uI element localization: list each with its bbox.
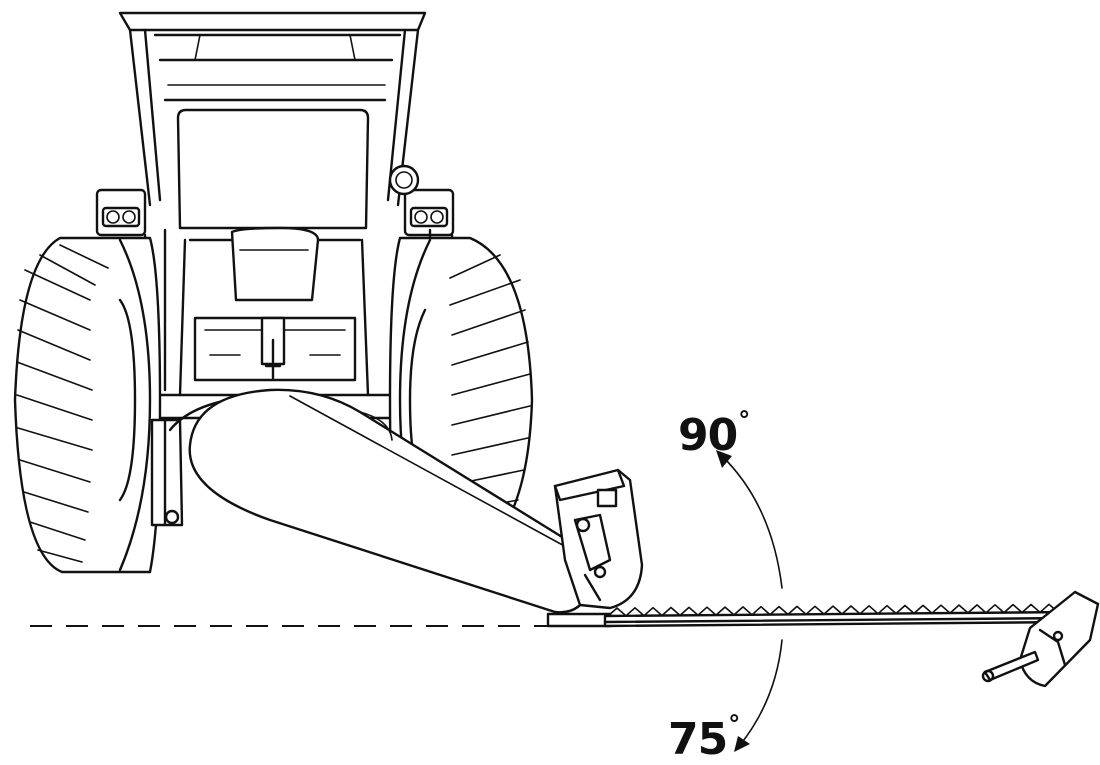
lift-arm-bracket (150, 396, 242, 527)
inner-shoe (546, 612, 612, 628)
rear-window (176, 108, 370, 230)
mower (150, 388, 1100, 688)
outer-shoe (981, 590, 1100, 688)
rops-frame (118, 11, 427, 230)
left-rear-tire (13, 236, 162, 574)
lower-angle-label: 75° (668, 712, 740, 762)
rear-lamps (95, 164, 455, 237)
upper-angle-value: 90 (678, 410, 738, 461)
lower-angle-value: 75 (668, 714, 728, 765)
lower-angle-unit: ° (728, 710, 740, 738)
lower-angle-arc (739, 639, 783, 746)
angle-indicator (716, 450, 783, 752)
upper-angle-unit: ° (738, 406, 750, 434)
upper-angle-arc (721, 455, 783, 589)
cutter-bar (603, 603, 1077, 628)
seat (230, 226, 320, 302)
lower-arrow-head (734, 736, 750, 752)
upper-arrow-head (716, 450, 732, 468)
cutter-head (553, 468, 644, 610)
upper-angle-label: 90° (678, 408, 750, 458)
